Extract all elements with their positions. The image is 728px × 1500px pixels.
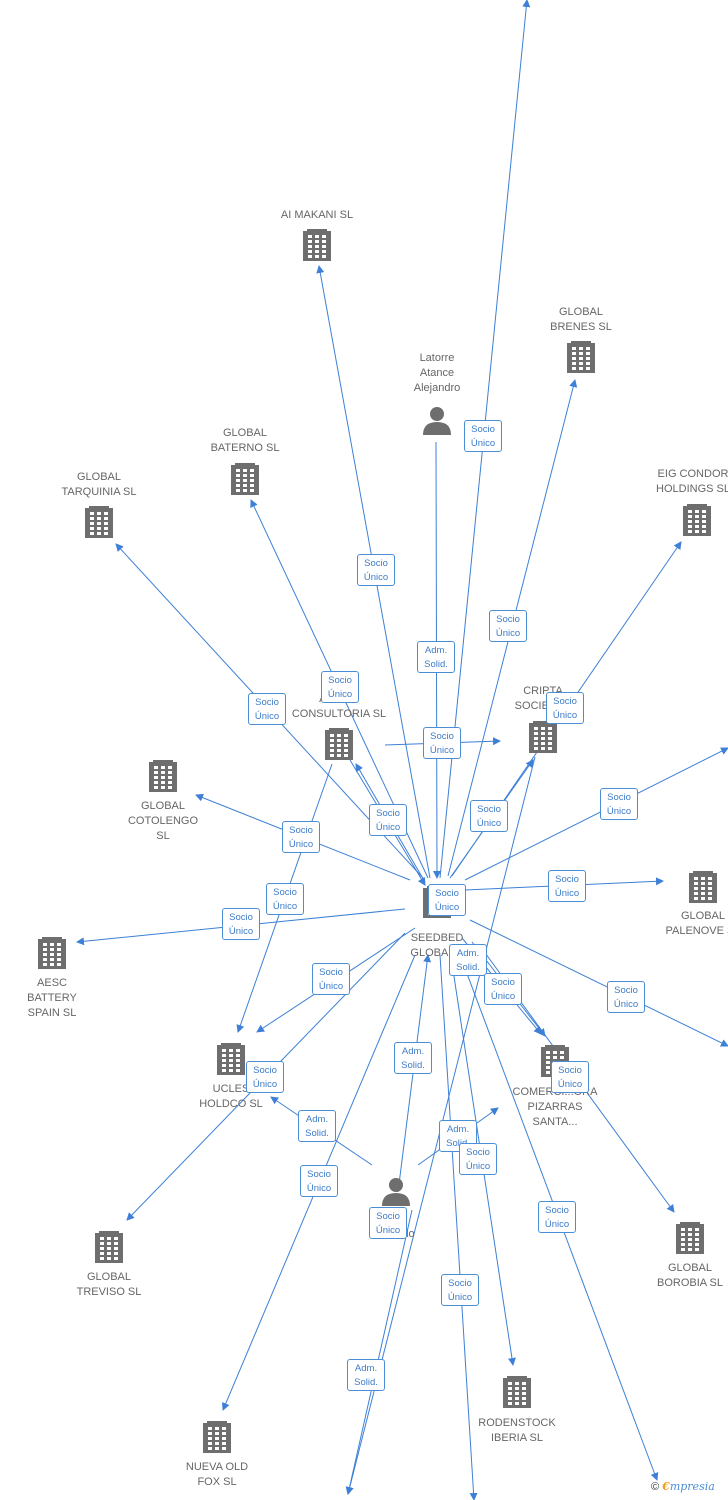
edge-seedbed-bottom-offscreen xyxy=(439,954,478,1500)
relation-badge[interactable]: Socio Único xyxy=(538,1201,576,1233)
building-icon xyxy=(217,1043,245,1075)
relation-badge[interactable]: Socio Único xyxy=(369,804,407,836)
node-label-rodenstock[interactable]: RODENSTOCK IBERIA SL xyxy=(478,1417,556,1444)
relation-badge[interactable]: Adm. Solid. xyxy=(298,1110,336,1142)
building-icon xyxy=(95,1231,123,1263)
building-icon xyxy=(689,871,717,903)
relation-badge[interactable]: Socio Único xyxy=(459,1143,497,1175)
relation-badge[interactable]: Socio Único xyxy=(470,800,508,832)
building-icon xyxy=(85,506,113,538)
relation-badge[interactable]: Socio Único xyxy=(246,1061,284,1093)
relation-badge[interactable]: Socio Único xyxy=(600,788,638,820)
relation-badge[interactable]: Socio Único xyxy=(312,963,350,995)
node-label-ucles[interactable]: UCLES HOLDCO SL xyxy=(199,1083,263,1110)
relation-badge[interactable]: Socio Único xyxy=(428,884,466,916)
node-label-cotolengo[interactable]: GLOBAL COTOLENGO SL xyxy=(127,800,199,842)
relation-badge[interactable]: Socio Único xyxy=(423,727,461,759)
relation-badge[interactable]: Socio Único xyxy=(441,1274,479,1306)
node-label-cripta[interactable]: CRIPTA SOCIETA... xyxy=(514,685,572,712)
relation-badge[interactable]: Socio Único xyxy=(321,671,359,703)
node-label-baterno[interactable]: GLOBAL BATERNO SL xyxy=(210,427,280,454)
relation-badge[interactable]: Socio Único xyxy=(489,610,527,642)
building-icon xyxy=(203,1421,231,1453)
node-label-tarquinia[interactable]: GLOBAL TARQUINIA SL xyxy=(61,471,137,498)
relation-badge[interactable]: Adm. Solid. xyxy=(449,944,487,976)
node-label-borobia[interactable]: GLOBAL BOROBIA SL xyxy=(656,1262,724,1289)
edge-antonio-bottom-offscreen-left xyxy=(345,1209,413,1495)
relation-badge[interactable]: Socio Único xyxy=(484,973,522,1005)
building-icon xyxy=(503,1376,531,1408)
relation-badge[interactable]: Adm. Solid. xyxy=(394,1042,432,1074)
relation-badge[interactable]: Socio Único xyxy=(222,908,260,940)
building-icon xyxy=(325,728,353,760)
empresia-watermark: © €mpresia xyxy=(651,1480,715,1493)
relation-badge[interactable]: Socio Único xyxy=(551,1061,589,1093)
relation-badge[interactable]: Socio Único xyxy=(266,883,304,915)
edge-seedbed-right-offscreen-bottom xyxy=(469,919,728,1047)
node-label-treviso[interactable]: GLOBAL TREVISO SL xyxy=(76,1271,142,1298)
relation-badge[interactable]: Socio Único xyxy=(548,870,586,902)
building-icon xyxy=(676,1222,704,1254)
building-icon xyxy=(567,341,595,373)
node-label-aesc[interactable]: AESC BATTERY SPAIN SL xyxy=(27,977,77,1019)
relation-badge[interactable]: Socio Único xyxy=(282,821,320,853)
person-icon xyxy=(382,1178,410,1206)
node-label-brenes[interactable]: GLOBAL BRENES SL xyxy=(550,306,612,333)
brand-initial: € xyxy=(662,1480,670,1493)
building-icon xyxy=(303,229,331,261)
relation-badge[interactable]: Socio Único xyxy=(464,420,502,452)
copyright-symbol: © xyxy=(651,1481,660,1493)
person-icon xyxy=(423,407,451,435)
relation-badge[interactable]: Socio Único xyxy=(357,554,395,586)
building-icon xyxy=(38,937,66,969)
building-icon xyxy=(529,721,557,753)
relation-badge[interactable]: Socio Único xyxy=(300,1165,338,1197)
building-icon xyxy=(149,760,177,792)
node-label-eig[interactable]: EIG CONDOR HOLDINGS SL xyxy=(656,468,728,495)
node-label-aimakani[interactable]: AI MAKANI SL xyxy=(280,209,354,221)
relation-badge[interactable]: Socio Único xyxy=(607,981,645,1013)
edge-seedbed-right-offscreen-top xyxy=(464,747,728,881)
node-label-palenove[interactable]: GLOBAL PALENOVE SL xyxy=(665,910,728,937)
building-icon xyxy=(683,504,711,536)
node-label-latorre[interactable]: Latorre Atance Alejandro xyxy=(413,352,461,394)
relation-badge[interactable]: Socio Único xyxy=(248,693,286,725)
brand-name: mpresia xyxy=(669,1480,715,1493)
relation-badge[interactable]: Socio Único xyxy=(546,692,584,724)
node-label-nuevaold[interactable]: NUEVA OLD FOX SL xyxy=(185,1461,249,1488)
relation-badge[interactable]: Adm. Solid. xyxy=(347,1359,385,1391)
building-icon xyxy=(231,463,259,495)
relation-badge[interactable]: Adm. Solid. xyxy=(417,641,455,673)
relation-badge[interactable]: Socio Único xyxy=(369,1207,407,1239)
